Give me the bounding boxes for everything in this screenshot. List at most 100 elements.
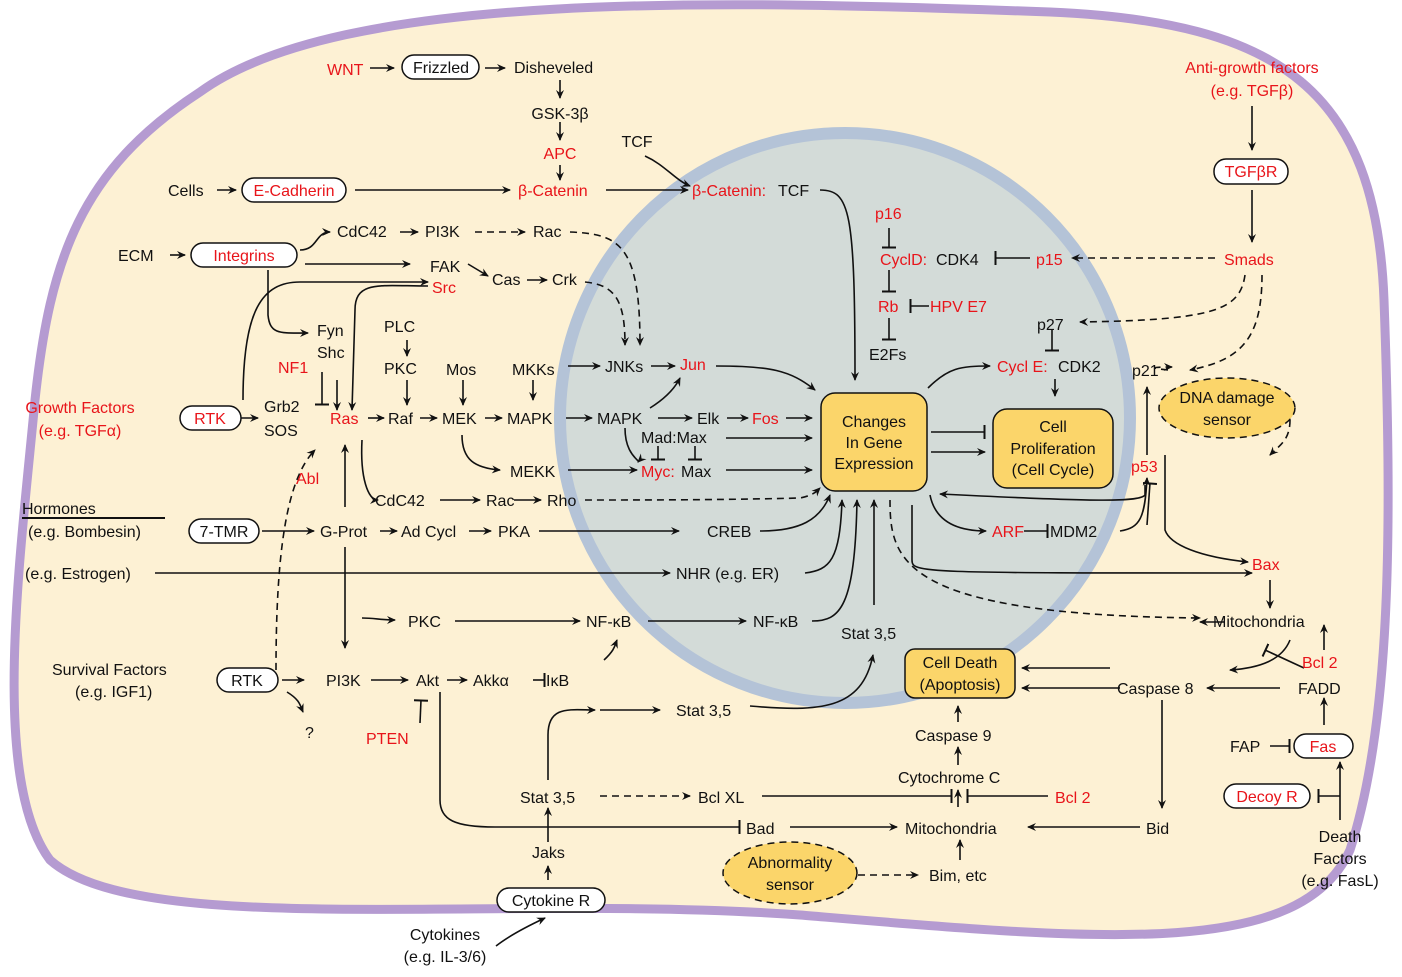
ras-label: Ras xyxy=(330,411,358,428)
death1-label: Cell Death xyxy=(923,655,998,672)
mdm2-label: MDM2 xyxy=(1050,524,1097,541)
nf1-label: NF1 xyxy=(278,360,308,377)
bombesin-label: (e.g. Bombesin) xyxy=(28,524,141,541)
e2fs-label: E2Fs xyxy=(869,347,906,364)
red-labels: WNT APC E-Cadherin β-Catenin β-Catenin: … xyxy=(25,60,1337,807)
survival1-label: Survival Factors xyxy=(52,662,167,679)
bim-label: Bim, etc xyxy=(929,868,987,885)
disheveled-label: Disheveled xyxy=(514,60,593,77)
deathf1-label: Death xyxy=(1319,829,1362,846)
cas-label: Cas xyxy=(492,272,520,289)
tgfbr-label: TGFβR xyxy=(1225,164,1278,181)
hormones-label: Hormones xyxy=(22,501,96,518)
fadd-label: FADD xyxy=(1298,681,1341,698)
prolif3-label: (Cell Cycle) xyxy=(1012,462,1095,479)
anti-growth1-label: Anti-growth factors xyxy=(1185,60,1318,77)
sos-label: SOS xyxy=(264,423,298,440)
stat35c-label: Stat 3,5 xyxy=(520,790,575,807)
p21-label: p21 xyxy=(1132,363,1159,380)
akt-label: Akt xyxy=(416,673,440,690)
raf-label: Raf xyxy=(388,411,413,428)
casp8-label: Caspase 8 xyxy=(1117,681,1194,698)
fap-label: FAP xyxy=(1230,739,1260,756)
cell-proliferation-box xyxy=(992,408,1114,489)
pkc-label: PKC xyxy=(384,361,417,378)
integrins-box xyxy=(190,242,298,268)
max-label: Max xyxy=(681,464,711,481)
cytokines1-label: Cytokines xyxy=(410,927,480,944)
p27-label: p27 xyxy=(1037,317,1064,334)
smads-label: Smads xyxy=(1224,252,1274,269)
madmax-label: Mad:Max xyxy=(641,430,707,447)
nfkb2-label: NF-κB xyxy=(753,614,798,631)
frizzled-box xyxy=(401,54,480,80)
death2-label: (Apoptosis) xyxy=(920,677,1001,694)
arf-label: ARF xyxy=(992,524,1024,541)
bad-label: Bad xyxy=(746,821,774,838)
pten-label: PTEN xyxy=(366,731,409,748)
mito-right-label: Mitochondria xyxy=(1213,614,1305,631)
cytokine-r-box xyxy=(496,887,606,913)
pka-label: PKA xyxy=(498,524,530,541)
bid-label: Bid xyxy=(1146,821,1169,838)
question-label: ? xyxy=(305,725,314,742)
abnormality-sensor xyxy=(722,841,858,905)
rac-top-label: Rac xyxy=(533,224,561,241)
prolif2-label: Proliferation xyxy=(1010,441,1095,458)
mekk-label: MEKK xyxy=(510,464,556,481)
bclxl-label: Bcl XL xyxy=(698,790,744,807)
p15-label: p15 xyxy=(1036,252,1063,269)
decoy-r-box xyxy=(1223,783,1311,809)
ecadherin-label: E-Cadherin xyxy=(254,183,335,200)
plc-label: PLC xyxy=(384,319,415,336)
stat35a-label: Stat 3,5 xyxy=(841,626,896,643)
mek-label: MEK xyxy=(442,411,477,428)
abn2-label: sensor xyxy=(766,877,815,894)
fyn-label: Fyn xyxy=(317,323,344,340)
activation-arrows xyxy=(155,64,1344,947)
dna2-label: sensor xyxy=(1203,412,1252,429)
rb-label: Rb xyxy=(878,299,899,316)
anti-growth2-label: (e.g. TGFβ) xyxy=(1211,83,1294,100)
tmr-label: 7-TMR xyxy=(200,524,249,541)
ecm-label: ECM xyxy=(118,248,154,265)
fas-label: Fas xyxy=(1310,739,1337,756)
nfkb1-label: NF-κB xyxy=(586,614,631,631)
rho-label: Rho xyxy=(547,493,576,510)
cycld-label: CyclD: xyxy=(880,252,927,269)
wnt-label: WNT xyxy=(327,62,364,79)
cdk4-label: CDK4 xyxy=(936,252,979,269)
creb-label: CREB xyxy=(707,524,751,541)
myc-label: Myc: xyxy=(641,464,675,481)
mos-label: Mos xyxy=(446,362,476,379)
cycle-label: Cycl E: xyxy=(997,359,1048,376)
fas-box xyxy=(1293,733,1354,759)
shc-label: Shc xyxy=(317,345,345,362)
fos-label: Fos xyxy=(752,411,779,428)
decoy-label: Decoy R xyxy=(1236,789,1297,806)
pkc2-label: PKC xyxy=(408,614,441,631)
mapk1-label: MAPK xyxy=(507,411,553,428)
abn1-label: Abnormality xyxy=(748,855,832,872)
cdc42-top-label: CdC42 xyxy=(337,224,387,241)
grb2-label: Grb2 xyxy=(264,399,300,416)
fak-label: FAK xyxy=(430,259,461,276)
bcat-tcf-label: β-Catenin: xyxy=(692,183,766,200)
tcf-label: TCF xyxy=(621,134,652,151)
integrins-label: Integrins xyxy=(213,248,274,265)
dna1-label: DNA damage xyxy=(1179,390,1274,407)
bcl2-low-label: Bcl 2 xyxy=(1055,790,1091,807)
akka-label: Akkα xyxy=(473,673,509,690)
nhr-label: NHR (e.g. ER) xyxy=(676,566,779,583)
mito-low-label: Mitochondria xyxy=(905,821,997,838)
mapk2-label: MAPK xyxy=(597,411,643,428)
src-label: Src xyxy=(432,280,456,297)
p16-label: p16 xyxy=(875,206,902,223)
rtk2-label: RTK xyxy=(231,673,263,690)
cell-death-box xyxy=(904,648,1016,699)
bcatenin-label: β-Catenin xyxy=(518,183,588,200)
bcat-tcf-suffix: TCF xyxy=(778,183,809,200)
deathf3-label: (e.g. FasL) xyxy=(1301,873,1378,890)
p53-label: p53 xyxy=(1131,459,1158,476)
